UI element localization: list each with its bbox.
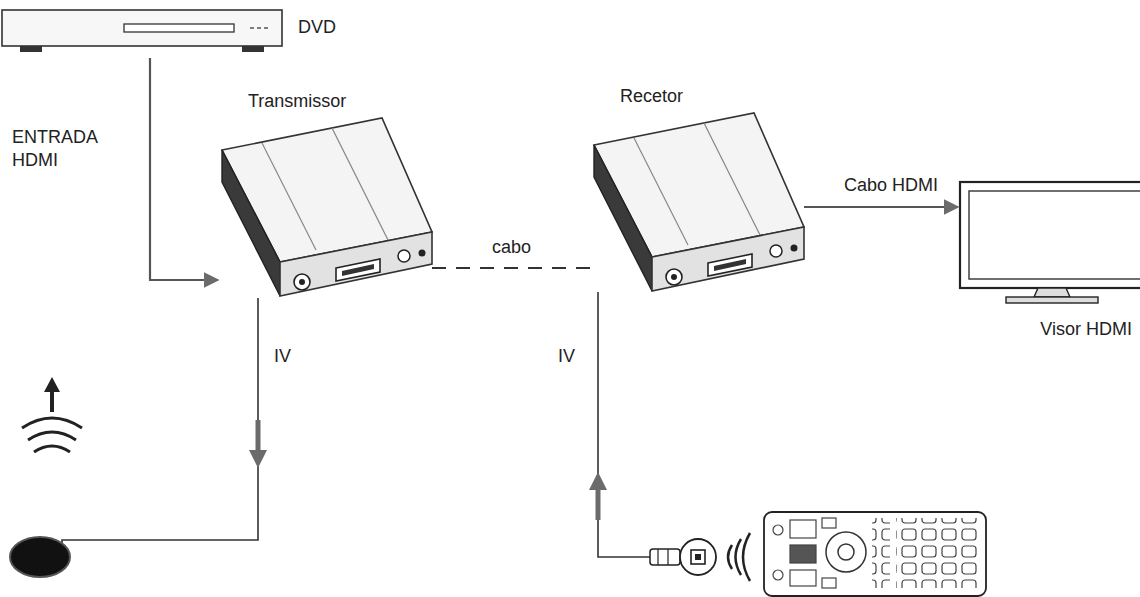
transmitter-box — [222, 118, 432, 296]
tv-display — [960, 182, 1140, 303]
display-node: Visor HDMI — [958, 180, 1140, 352]
device-label: DVD — [298, 16, 336, 39]
device-label: Transmissor — [248, 90, 346, 113]
ir-emitter — [10, 298, 267, 577]
connection-label: ENTRADA HDMI — [10, 126, 114, 173]
receiver-node: Recetor — [590, 85, 804, 293]
device-label: Recetor — [620, 85, 683, 108]
dvd-player — [2, 10, 282, 52]
connection-label: cabo — [490, 236, 533, 259]
remote-control — [764, 512, 986, 596]
dvd-node: DVD — [0, 8, 345, 58]
cable-line — [432, 267, 590, 269]
signal-label: IV — [556, 345, 577, 368]
receiver-box — [594, 113, 804, 291]
transmitter-node: Transmissor — [218, 90, 432, 298]
signal-arrow — [150, 58, 218, 280]
signal-label: IV — [272, 345, 293, 368]
ir-waves — [728, 533, 750, 581]
connection-label: Cabo HDMI — [842, 174, 940, 197]
ir-receiver — [589, 292, 716, 575]
device-label: Visor HDMI — [1040, 318, 1132, 341]
signal-arrow — [804, 206, 958, 208]
